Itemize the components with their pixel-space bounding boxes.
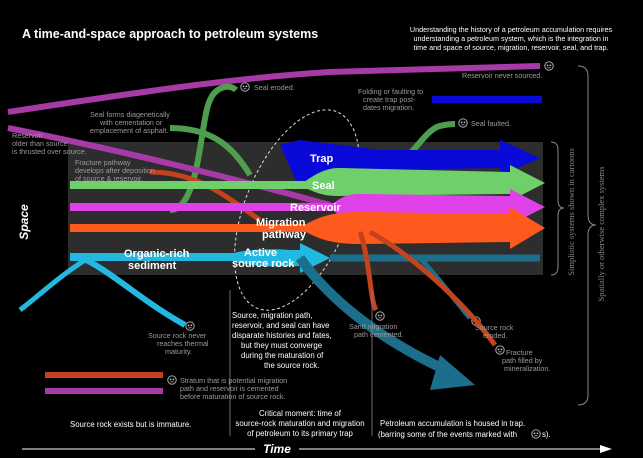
stratum-bar-orange — [45, 372, 163, 378]
timeline-housed-2: (barring some of the events marked with — [378, 430, 517, 439]
label-seal: Seal — [312, 180, 335, 192]
seal-eroded-line — [169, 83, 239, 213]
source-branch-line — [18, 254, 92, 312]
immature-source-line — [78, 254, 187, 328]
skull-icon — [544, 61, 554, 71]
diagenetic-seal-line — [169, 125, 253, 177]
label-reservoir: Reservoir — [290, 202, 341, 214]
fracture-filled-line — [368, 229, 498, 347]
timeline-immature: Source rock exists but is immature. — [70, 420, 191, 429]
converge-line-3: disparate histories and fates, — [232, 331, 332, 340]
intro-line-3: time and space of source, migration, res… — [414, 43, 609, 52]
label-trap: Trap — [310, 153, 334, 165]
note-seal-forms-2: with cementation or — [99, 118, 163, 127]
timeline-critical-2: source-rock maturation and migration — [235, 419, 364, 428]
sand-cemented-line — [357, 231, 379, 312]
note-sand-2: path cemented. — [354, 330, 404, 339]
stratum-bar-magenta — [45, 388, 163, 394]
label-simplistic: Simplistic systems shown in cartoons — [566, 148, 576, 276]
note-source-never-2: reaches thermal — [157, 339, 209, 348]
label-organic-2: sediment — [128, 260, 177, 272]
skull-icon — [495, 345, 505, 355]
note-fracture-3: of source & reservoir. — [75, 174, 143, 183]
label-organic-1: Organic-rich — [124, 248, 190, 260]
downward-source-arrow-shaft — [295, 255, 453, 377]
note-stratum-2: path and reservoir is cemented — [180, 384, 279, 393]
time-axis-label-bg — [255, 440, 299, 456]
note-seal-faulted: Seal faulted. — [471, 119, 511, 128]
note-reservoir-older-1: Reservoir — [12, 131, 43, 140]
converge-line-4: but they must converge — [241, 341, 322, 350]
note-fracture-filled-2: path filled by — [502, 356, 543, 365]
note-source-eroded-1: Source rock — [475, 323, 514, 332]
converge-line-5: during the maturation of — [241, 351, 324, 360]
note-seal-eroded: Seal eroded. — [254, 83, 295, 92]
time-axis-label: Time — [263, 442, 291, 456]
label-source-2: source rock — [232, 258, 295, 270]
note-stratum-3: before maturation of source rock. — [180, 392, 285, 401]
note-seal-forms-3: emplacement of asphalt. — [90, 126, 168, 135]
skull-icon — [240, 82, 250, 92]
label-migration-2: pathway — [262, 229, 307, 241]
converge-line-1: Source, migration path, — [232, 311, 313, 320]
note-fracture-1: Fracture pathway — [75, 158, 131, 167]
note-reservoir-older-3: is thrusted over source. — [12, 147, 87, 156]
intro-line-1: Understanding the history of a petroleum… — [410, 25, 613, 34]
note-folding-1: Folding or faulting to — [358, 87, 423, 96]
timeline-critical-1: Critical moment: time of — [259, 409, 342, 418]
timeline-housed-1: Petroleum accumulation is housed in trap… — [380, 419, 525, 428]
note-fracture-filled-1: Fracture — [506, 348, 533, 357]
timeline-critical-3: of petroleum to its primary trap — [247, 429, 353, 438]
skull-icon — [167, 375, 177, 385]
seal-stream — [300, 165, 545, 201]
downward-source-arrowhead — [430, 355, 475, 390]
skull-icon — [185, 321, 195, 331]
note-reservoir-older-2: older than source — [12, 139, 68, 148]
note-source-never-3: maturity. — [165, 347, 192, 356]
skull-icon — [458, 118, 468, 128]
label-source-1: Active — [244, 247, 277, 259]
note-source-eroded-2: eroded. — [483, 331, 507, 340]
time-axis-arrowhead — [600, 445, 612, 453]
simplistic-brace — [550, 141, 565, 276]
note-fracture-2: develops after deposition — [75, 166, 155, 175]
late-trap-line — [432, 96, 542, 103]
skull-icon — [375, 311, 385, 321]
note-source-never-1: Source rock never — [148, 331, 207, 340]
thrusted-reservoir-line — [7, 125, 331, 208]
note-sand-1: Sand migration — [349, 322, 397, 331]
label-complex: Spatially or otherwise complex systems — [596, 166, 606, 301]
space-axis-label: Space — [17, 204, 31, 240]
note-folding-2: create trap post- — [363, 95, 416, 104]
intro-line-2: understanding a petroleum system, which … — [414, 34, 609, 43]
label-migration-1: Migration — [256, 217, 306, 229]
reservoir-never-sourced-line — [7, 63, 541, 115]
converge-line-2: reservoir, and seal can have — [232, 321, 330, 330]
diagram-title: A time-and-space approach to petroleum s… — [22, 27, 318, 41]
note-stratum-1: Stratum that is potential migration — [180, 376, 287, 385]
note-folding-3: dates migration. — [363, 103, 414, 112]
note-fracture-filled-3: mineralization. — [504, 364, 550, 373]
timeline-housed-3: s). — [542, 430, 551, 439]
note-reservoir-never-sourced: Reservoir never sourced. — [462, 71, 542, 80]
complex-brace — [577, 65, 597, 406]
skull-icon — [531, 429, 541, 439]
note-seal-forms-1: Seal forms diagenetically — [90, 110, 170, 119]
converge-line-6: the source rock. — [264, 361, 319, 370]
